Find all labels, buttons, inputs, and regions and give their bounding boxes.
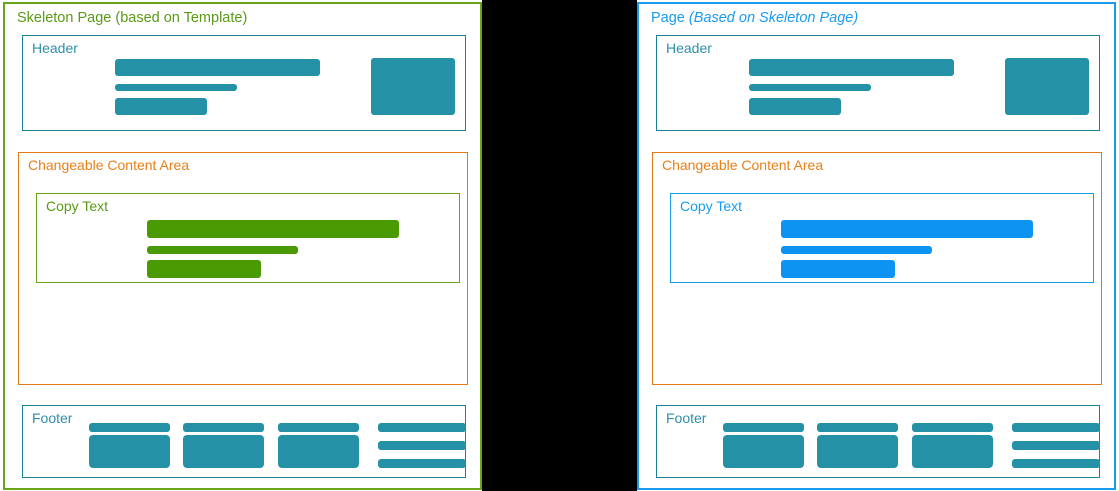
footer-col2-bar: [183, 423, 264, 432]
page-copy-text-label: Copy Text: [680, 198, 742, 214]
page-copy-bar-medium: [781, 260, 895, 278]
skeleton-copy-text-box: Copy Text: [36, 193, 460, 283]
page-title-main: Page: [651, 10, 685, 26]
skeleton-page-title-paren: (based on Template): [115, 10, 248, 26]
page-header-box: Header: [656, 35, 1100, 131]
footer-col3-bar: [278, 423, 359, 432]
footer-col4-line-1: [1012, 423, 1100, 432]
page-header-bar-thin: [749, 84, 871, 91]
footer-col1-block: [723, 435, 804, 468]
skeleton-header-bar-long: [115, 59, 320, 76]
skeleton-content-area-label: Changeable Content Area: [28, 157, 190, 173]
page-footer-box: Footer: [656, 405, 1100, 478]
skeleton-copy-bar-thin: [147, 246, 298, 254]
footer-col4-line-3: [1012, 459, 1100, 468]
page-panel: Page (Based on Skeleton Page) Header Cha…: [637, 2, 1116, 490]
skeleton-page-title-main: Skeleton Page: [17, 10, 112, 26]
footer-col1-bar: [89, 423, 170, 432]
page-title: Page (Based on Skeleton Page): [651, 9, 858, 27]
page-header-bar-medium: [749, 98, 841, 115]
skeleton-header-label: Header: [32, 40, 78, 56]
skeleton-copy-bar-long: [147, 220, 399, 238]
footer-col2-block: [183, 435, 264, 468]
footer-col3-block: [278, 435, 359, 468]
page-header-bar-long: [749, 59, 954, 76]
page-header-label: Header: [666, 40, 712, 56]
footer-col4-line-2: [1012, 441, 1100, 450]
page-content-area-label: Changeable Content Area: [662, 157, 824, 173]
page-title-paren: (Based on Skeleton Page): [688, 10, 859, 26]
skeleton-content-area-box: Changeable Content Area Copy Text: [18, 152, 468, 385]
footer-col1-block: [89, 435, 170, 468]
skeleton-page-title: Skeleton Page (based on Template): [17, 9, 247, 27]
footer-col3-block: [912, 435, 993, 468]
skeleton-page-panel: Skeleton Page (based on Template) Header…: [3, 2, 482, 490]
skeleton-footer-box: Footer: [22, 405, 466, 478]
footer-col4-line-1: [378, 423, 466, 432]
page-copy-text-box: Copy Text: [670, 193, 1094, 283]
skeleton-header-image-block: [371, 58, 455, 115]
page-content-area-box: Changeable Content Area Copy Text: [652, 152, 1102, 385]
skeleton-copy-bar-medium: [147, 260, 261, 278]
page-footer-label: Footer: [666, 410, 707, 426]
page-copy-bar-thin: [781, 246, 932, 254]
page-header-image-block: [1005, 58, 1089, 115]
footer-col3-bar: [912, 423, 993, 432]
skeleton-header-bar-medium: [115, 98, 207, 115]
footer-col1-bar: [723, 423, 804, 432]
skeleton-header-bar-thin: [115, 84, 237, 91]
footer-col2-block: [817, 435, 898, 468]
skeleton-footer-label: Footer: [32, 410, 73, 426]
footer-col4-line-2: [378, 441, 466, 450]
transition-band: [482, 0, 1113, 491]
footer-col2-bar: [817, 423, 898, 432]
skeleton-copy-text-label: Copy Text: [46, 198, 108, 214]
footer-col4-line-3: [378, 459, 466, 468]
skeleton-header-box: Header: [22, 35, 466, 131]
page-copy-bar-long: [781, 220, 1033, 238]
